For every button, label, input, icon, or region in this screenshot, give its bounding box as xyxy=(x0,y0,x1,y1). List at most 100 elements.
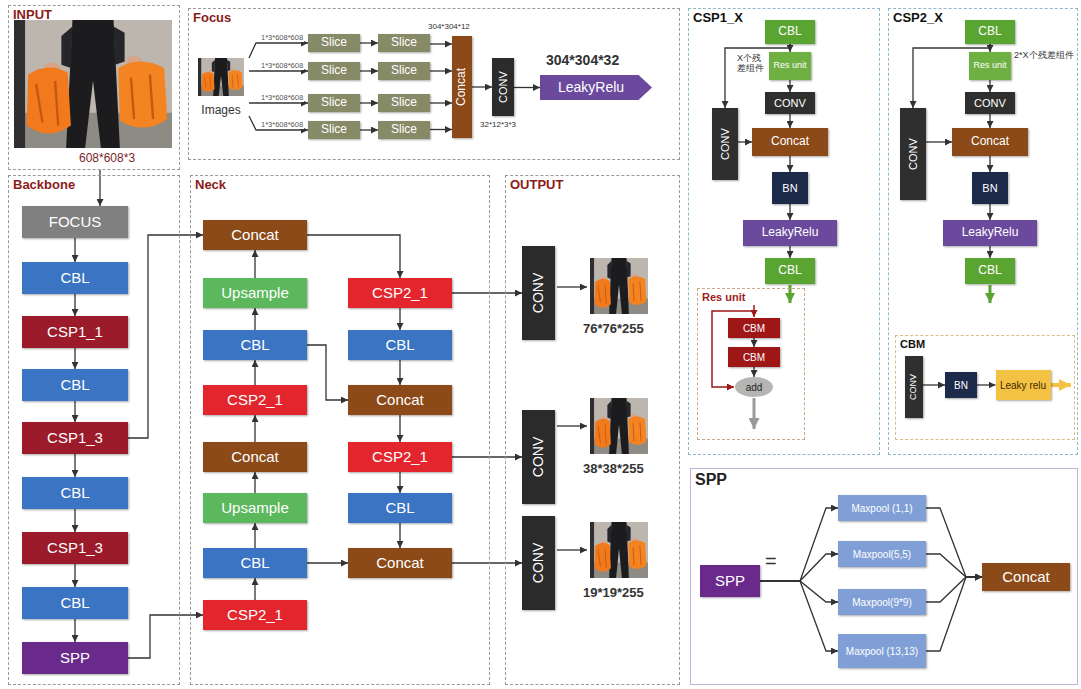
node-label: Concat xyxy=(771,135,809,148)
csp-box: CSP2_1 xyxy=(203,385,307,415)
node-label: CSP1_1 xyxy=(47,324,103,341)
focus-box: FOCUS xyxy=(22,206,128,238)
conv-box: CONV xyxy=(900,108,926,200)
res-unit-box: Res unit xyxy=(769,52,811,80)
backbone-panel: BackboneFOCUSCBLCSP1_1CBLCSP1_3CBLCSP1_3… xyxy=(8,175,180,685)
node-label: Concat xyxy=(231,227,279,244)
connector xyxy=(74,454,75,477)
conv-box: CONV xyxy=(522,410,555,504)
connector xyxy=(430,102,452,103)
cbl-box: CBL xyxy=(965,258,1015,284)
node-label: Concat xyxy=(376,555,424,572)
res-unit-panel: Res unitCBMCBMadd xyxy=(697,288,805,440)
focus-photo xyxy=(198,58,244,96)
connector xyxy=(753,367,754,377)
node-label: CONV xyxy=(774,97,806,109)
csp1-panel: CSP1_XCBLRes unitCONVConcatBNLeakyReluCB… xyxy=(688,8,880,455)
note-label: 2*X个残差组件 xyxy=(1014,50,1076,60)
node-label: CSP2_1 xyxy=(227,392,283,409)
output-photo xyxy=(590,258,648,314)
node-label: Upsample xyxy=(221,500,289,517)
connector xyxy=(74,294,75,316)
connector xyxy=(399,472,400,493)
block-output-arrow xyxy=(1051,383,1071,387)
panel-title: Res unit xyxy=(702,291,745,303)
node-label: Slice xyxy=(391,64,417,77)
node-label: CSP2_1 xyxy=(372,285,428,302)
conv-box: CONV xyxy=(765,92,815,114)
connector xyxy=(989,204,990,220)
node-label: CBL xyxy=(385,500,414,517)
activation-box: Leaky relu xyxy=(996,370,1051,400)
connector xyxy=(514,87,540,88)
node-label: CSP1_3 xyxy=(47,540,103,557)
dimension-label: 38*38*255 xyxy=(583,462,644,477)
edge-label: 1*3*608*608 xyxy=(260,121,304,129)
node-label: Maxpool (1,1) xyxy=(851,503,912,514)
bn-box: BN xyxy=(772,172,808,204)
slice-box: Slice xyxy=(378,94,430,112)
connector xyxy=(738,141,752,142)
connector xyxy=(789,156,790,172)
node-label: Slice xyxy=(321,123,347,136)
block-output-arrow xyxy=(989,285,992,303)
panel-title: Focus xyxy=(193,11,231,25)
concat-box: Concat xyxy=(203,220,307,250)
node-label: Slice xyxy=(321,64,347,77)
connector xyxy=(249,116,308,130)
bn-box: BN xyxy=(945,372,977,398)
concat-box: Concat xyxy=(752,128,828,156)
node-label: CONV xyxy=(531,437,546,477)
csp-box: CSP1_3 xyxy=(22,532,128,564)
panel-title: SPP xyxy=(695,471,727,489)
connector xyxy=(923,384,945,385)
maxpool-box: Maxpool(5,5) xyxy=(838,541,926,567)
node-label: Res unit xyxy=(773,61,806,71)
conv-box: CONV xyxy=(965,92,1015,114)
node-label: CBL xyxy=(778,25,801,38)
node-label: Slice xyxy=(321,96,347,109)
output-arrow xyxy=(557,549,587,550)
connector xyxy=(926,554,982,577)
connector xyxy=(74,238,75,262)
node-label: CONV xyxy=(497,71,509,103)
concat-box: Concat xyxy=(203,442,307,472)
node-label: CONV xyxy=(907,138,919,170)
dimension-label: 19*19*255 xyxy=(583,586,644,601)
connector xyxy=(128,615,203,658)
node-label: BN xyxy=(982,182,997,194)
node-label: Maxpool (13,13) xyxy=(846,646,918,657)
connector xyxy=(760,581,838,602)
node-label: CBM xyxy=(743,352,765,363)
spp-panel: SPPSPPMaxpool (1,1)Maxpool(5,5)Maxpool(9… xyxy=(690,468,1078,685)
cbl-box: CBL xyxy=(348,330,452,360)
cbl-box: CBL xyxy=(22,262,128,294)
connector xyxy=(753,338,754,347)
cbl-box: CBL xyxy=(765,258,815,284)
node-label: Upsample xyxy=(221,285,289,302)
output-photo xyxy=(590,398,648,454)
dimension-label: 304*304*32 xyxy=(546,52,619,68)
connector xyxy=(249,43,308,58)
connector xyxy=(430,43,452,44)
res-unit-box: Res unit xyxy=(969,52,1011,80)
connector xyxy=(989,156,990,172)
upsample-box: Upsample xyxy=(203,278,307,308)
connector xyxy=(74,619,75,642)
output-arrow xyxy=(557,425,587,426)
concat-box: Concat xyxy=(952,128,1028,156)
activation-arrow: LeakyRelu xyxy=(540,75,652,100)
cbl-box: CBL xyxy=(22,477,128,509)
slice-box: Slice xyxy=(378,62,430,80)
input-panel: INPUT608*608*3 xyxy=(8,5,180,170)
node-label: Slice xyxy=(391,96,417,109)
cbl-box: CBL xyxy=(348,493,452,523)
slice-box: Slice xyxy=(308,62,360,80)
node-label: Images xyxy=(193,104,249,117)
connector xyxy=(472,86,492,87)
node-label: Slice xyxy=(321,36,347,49)
dimension-label: 32*12*3*3 xyxy=(480,120,516,129)
conv-box: CONV xyxy=(492,58,514,116)
node-label: Res unit xyxy=(973,61,1006,71)
output-panel: OUTPUTCONVCONVCONV xyxy=(505,175,680,685)
